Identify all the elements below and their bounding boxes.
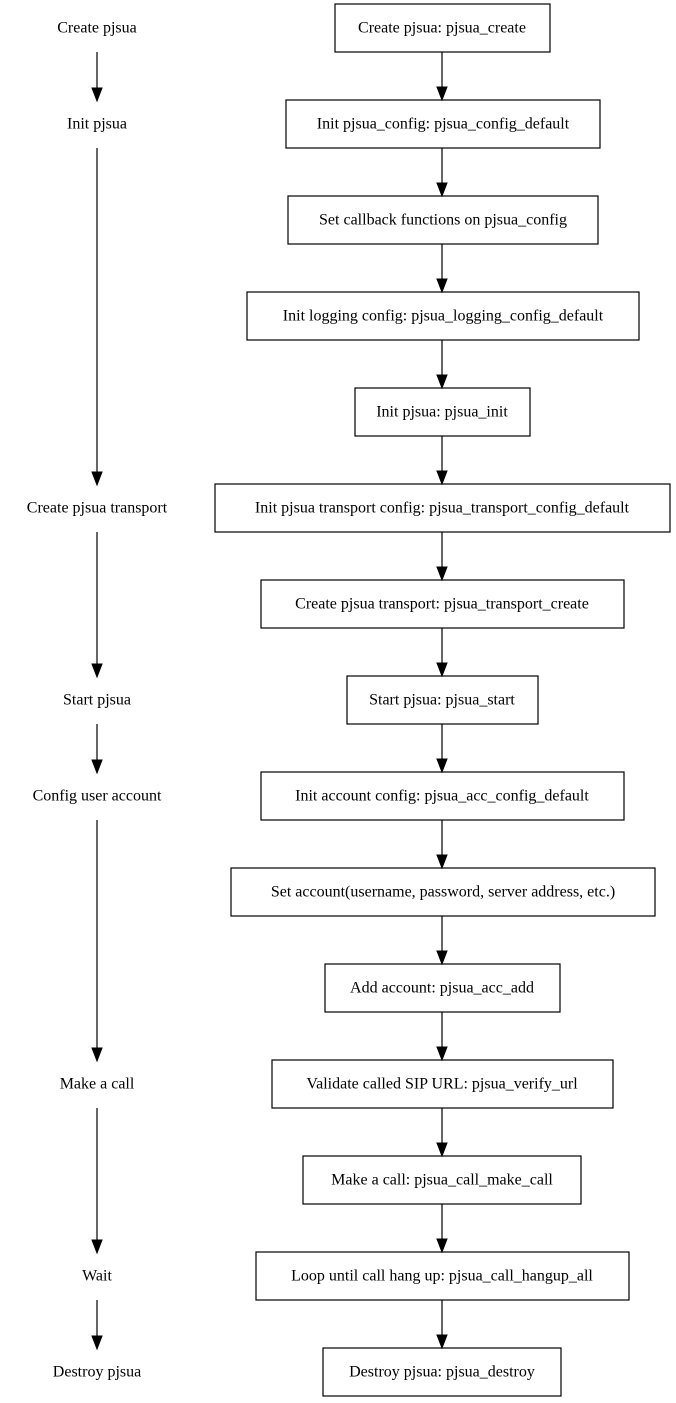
- step-node: Set callback functions on pjsua_config: [287, 195, 599, 245]
- step-label: Init pjsua_config: pjsua_config_default: [317, 116, 570, 133]
- step-node: Create pjsua transport: pjsua_transport_…: [260, 579, 625, 629]
- step-label: Set account(username, password, server a…: [271, 884, 615, 901]
- step-label: Start pjsua: pjsua_start: [369, 692, 515, 709]
- step-arrow: [436, 1108, 448, 1158]
- step-label: Create pjsua transport: pjsua_transport_…: [295, 596, 589, 613]
- stage-label: Init pjsua: [67, 116, 127, 133]
- stage-column: Create pjsua Init pjsua Create pjsua tra…: [27, 20, 168, 1381]
- step-label: Add account: pjsua_acc_add: [350, 980, 534, 997]
- step-node: Destroy pjsua: pjsua_destroy: [322, 1347, 562, 1397]
- step-arrow: [436, 148, 448, 198]
- stage-label: Destroy pjsua: [53, 1364, 141, 1381]
- step-arrow: [436, 1012, 448, 1062]
- step-label: Make a call: pjsua_call_make_call: [331, 1172, 553, 1189]
- stage-label: Wait: [82, 1268, 112, 1285]
- step-node: Init logging config: pjsua_logging_confi…: [246, 291, 640, 341]
- step-node: Add account: pjsua_acc_add: [324, 963, 561, 1013]
- stage-label: Make a call: [60, 1076, 135, 1093]
- step-arrow: [436, 724, 448, 774]
- step-arrow: [436, 1204, 448, 1254]
- step-label: Destroy pjsua: pjsua_destroy: [349, 1364, 535, 1381]
- step-node: Init pjsua_config: pjsua_config_default: [285, 99, 601, 149]
- step-arrow: [436, 340, 448, 390]
- stage-label: Create pjsua transport: [27, 500, 168, 517]
- stage-arrow: [91, 148, 103, 487]
- stage-arrow: [91, 52, 103, 103]
- step-node: Set account(username, password, server a…: [230, 867, 656, 917]
- step-node: Init account config: pjsua_acc_config_de…: [260, 771, 625, 821]
- step-column: Create pjsua: pjsua_create Init pjsua_co…: [214, 3, 671, 1397]
- step-arrow: [436, 916, 448, 966]
- stage-label: Config user account: [33, 788, 162, 805]
- stage-arrow: [91, 532, 103, 679]
- stage-arrow: [91, 1300, 103, 1351]
- stage-label: Create pjsua: [57, 20, 137, 37]
- step-node: Make a call: pjsua_call_make_call: [302, 1155, 582, 1205]
- step-arrow: [436, 1300, 448, 1350]
- step-arrow: [436, 628, 448, 678]
- stage-arrows: [91, 52, 103, 1351]
- step-arrow: [436, 244, 448, 294]
- step-node: Loop until call hang up: pjsua_call_hang…: [255, 1251, 630, 1301]
- step-label: Init account config: pjsua_acc_config_de…: [295, 788, 589, 805]
- step-node: Start pjsua: pjsua_start: [346, 675, 539, 725]
- step-arrow: [436, 532, 448, 582]
- stage-arrow: [91, 820, 103, 1063]
- stage-label: Start pjsua: [63, 692, 131, 709]
- step-node: Init pjsua transport config: pjsua_trans…: [214, 483, 671, 533]
- step-label: Create pjsua: pjsua_create: [358, 20, 526, 37]
- step-node: Create pjsua: pjsua_create: [334, 3, 551, 53]
- step-label: Validate called SIP URL: pjsua_verify_ur…: [306, 1076, 578, 1093]
- step-node: Init pjsua: pjsua_init: [354, 387, 531, 437]
- step-label: Set callback functions on pjsua_config: [319, 212, 567, 229]
- stage-arrow: [91, 1108, 103, 1255]
- step-label: Init pjsua: pjsua_init: [376, 404, 508, 421]
- step-arrow: [436, 436, 448, 486]
- stage-arrow: [91, 724, 103, 775]
- step-label: Init pjsua transport config: pjsua_trans…: [255, 500, 630, 517]
- step-label: Init logging config: pjsua_logging_confi…: [283, 308, 604, 325]
- step-arrows: [436, 52, 448, 1350]
- step-arrow: [436, 820, 448, 870]
- step-node: Validate called SIP URL: pjsua_verify_ur…: [271, 1059, 614, 1109]
- step-label: Loop until call hang up: pjsua_call_hang…: [291, 1268, 593, 1285]
- step-arrow: [436, 52, 448, 102]
